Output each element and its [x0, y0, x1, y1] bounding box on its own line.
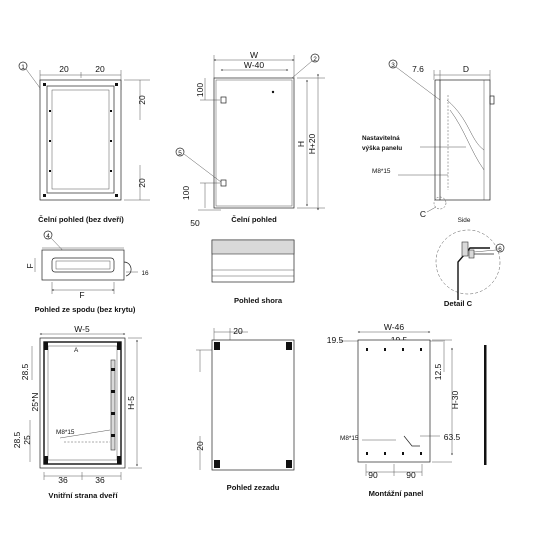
- side-view: 3 7.6 D Nastavitelná výška panelu M8*15 …: [362, 59, 495, 224]
- dim-rear-20-side: 20: [195, 441, 205, 451]
- rear-panel-outline: [211, 339, 295, 471]
- dim-side-depth: D: [463, 64, 469, 74]
- enclosure-bottom-outline: [41, 249, 125, 281]
- detail-c-circle: [433, 196, 447, 210]
- front-view-without-door: 1 20 20 20 20 Čelní pohled (bez dveří): [18, 61, 150, 224]
- dim-inner-25n: 25*N: [30, 393, 40, 412]
- dim-front-right-top: 20: [137, 95, 147, 105]
- caption-rear: Pohled zezadu: [227, 483, 280, 492]
- inner-door-view: W-5 A M8*15 28.5 25*N 28.5 25 H-5: [12, 324, 142, 500]
- dim-front-top-right: 20: [95, 64, 105, 74]
- callout-marker-3: [388, 59, 398, 69]
- dim-inner-28-5-bottom: 28.5: [12, 431, 22, 448]
- dim-panel-w46: W-46: [384, 322, 404, 332]
- dim-front-height-plus-20: H+20: [307, 133, 317, 154]
- callout-marker-1-label: 1: [21, 64, 25, 71]
- dim-front-width: W: [250, 50, 258, 60]
- enclosure-side-outline: [439, 79, 491, 201]
- dim-inner-h5: H-5: [126, 396, 136, 410]
- callout-marker-4-label: 4: [46, 233, 50, 240]
- dim-front-right-bottom: 20: [137, 178, 147, 188]
- callout-marker-5: [175, 147, 185, 157]
- top-view: Pohled shora: [211, 239, 295, 305]
- dim-inner-25: 25: [22, 435, 32, 445]
- detail-c-view: 6 Detail C: [435, 229, 505, 308]
- dim-inner-28-5-top: 28.5: [20, 363, 30, 380]
- dim-side-7-6: 7.6: [412, 64, 424, 74]
- bottom-view: 4 16 F F Pohled ze spodu (bez krytu): [25, 230, 149, 314]
- dim-panel-12-5: 12.5: [433, 363, 443, 380]
- callout-marker-2: [310, 53, 320, 63]
- callout-marker-3-label: 3: [391, 62, 395, 69]
- inner-door-m8-label: M8*15: [56, 429, 75, 436]
- enclosure-front-door: [213, 77, 295, 209]
- side-latch: [489, 95, 495, 105]
- hinge-top: [220, 96, 227, 104]
- caption-detail-c: Detail C: [444, 299, 473, 308]
- adjustable-height-label-line1: Nastavitelná: [362, 135, 400, 142]
- dim-front-50: 50: [190, 218, 200, 228]
- dim-front-100-bottom: 100: [181, 186, 191, 200]
- dim-front-100-top: 100: [195, 83, 205, 97]
- dim-bottom-f-left: F: [25, 263, 35, 268]
- dim-bottom-16: 16: [141, 270, 149, 277]
- dim-panel-63-5: 63.5: [444, 432, 461, 442]
- dim-panel-19-5-left: 19.5: [327, 335, 344, 345]
- dim-panel-90-left: 90: [368, 470, 378, 480]
- callout-marker-4: [43, 230, 53, 240]
- rear-view: 20 20 Pohled zezadu: [195, 326, 295, 492]
- callout-marker-1: [18, 61, 28, 71]
- bottom-cable-gland-opening: [51, 257, 115, 273]
- mounting-panel-view: W-46 19.5 19.5 12.5 H-30 M8*15 63.5: [327, 322, 487, 498]
- dim-inner-w5: W-5: [74, 324, 90, 334]
- dim-front-height: H: [296, 141, 306, 147]
- inner-door-arrow-mark: A: [74, 347, 79, 354]
- enclosure-front-outline: [39, 79, 122, 201]
- dim-inner-36-right: 36: [95, 475, 105, 485]
- front-mounting-holes: [43, 83, 118, 197]
- detail-c-outline: [435, 229, 501, 295]
- callout-marker-2-label: 2: [313, 56, 317, 63]
- inner-door-stud-rails: [110, 359, 116, 451]
- callout-marker-6: [495, 243, 505, 253]
- dim-front-w40: W-40: [244, 60, 264, 70]
- callout-marker-5-label: 5: [178, 150, 182, 157]
- caption-top: Pohled shora: [234, 296, 283, 305]
- caption-mounting-panel: Montážní panel: [369, 489, 424, 498]
- caption-bottom: Pohled ze spodu (bez krytu): [35, 305, 136, 314]
- panel-m8-label: M8*15: [340, 435, 359, 442]
- mounting-panel-slots: [366, 348, 422, 455]
- dim-bottom-f-bottom: F: [79, 290, 84, 300]
- caption-side: Side: [458, 217, 471, 224]
- detail-c-letter: C: [420, 209, 426, 219]
- dim-rear-20-top: 20: [233, 326, 243, 336]
- dim-panel-h30: H-30: [450, 391, 460, 410]
- dim-front-top-left: 20: [59, 64, 69, 74]
- adjustable-height-label-line2: výška panelu: [362, 145, 402, 152]
- caption-inner-door: Vnitřní strana dveří: [48, 491, 118, 500]
- rear-mounting-holes: [214, 342, 292, 468]
- side-m8-label: M8*15: [372, 168, 391, 175]
- dim-panel-90-right: 90: [406, 470, 416, 480]
- hinge-bottom: [220, 179, 227, 187]
- dim-inner-36-left: 36: [58, 475, 68, 485]
- mounting-panel-outline: [357, 339, 431, 463]
- callout-marker-6-label: 6: [498, 246, 502, 253]
- caption-front-no-door: Čelní pohled (bez dveří): [38, 215, 124, 224]
- front-view: W W-40 2 100 100 5 50 H H+20 Čelní pohl: [175, 50, 325, 228]
- caption-front: Čelní pohled: [231, 215, 277, 224]
- mounting-panel-edge-view: [484, 345, 487, 465]
